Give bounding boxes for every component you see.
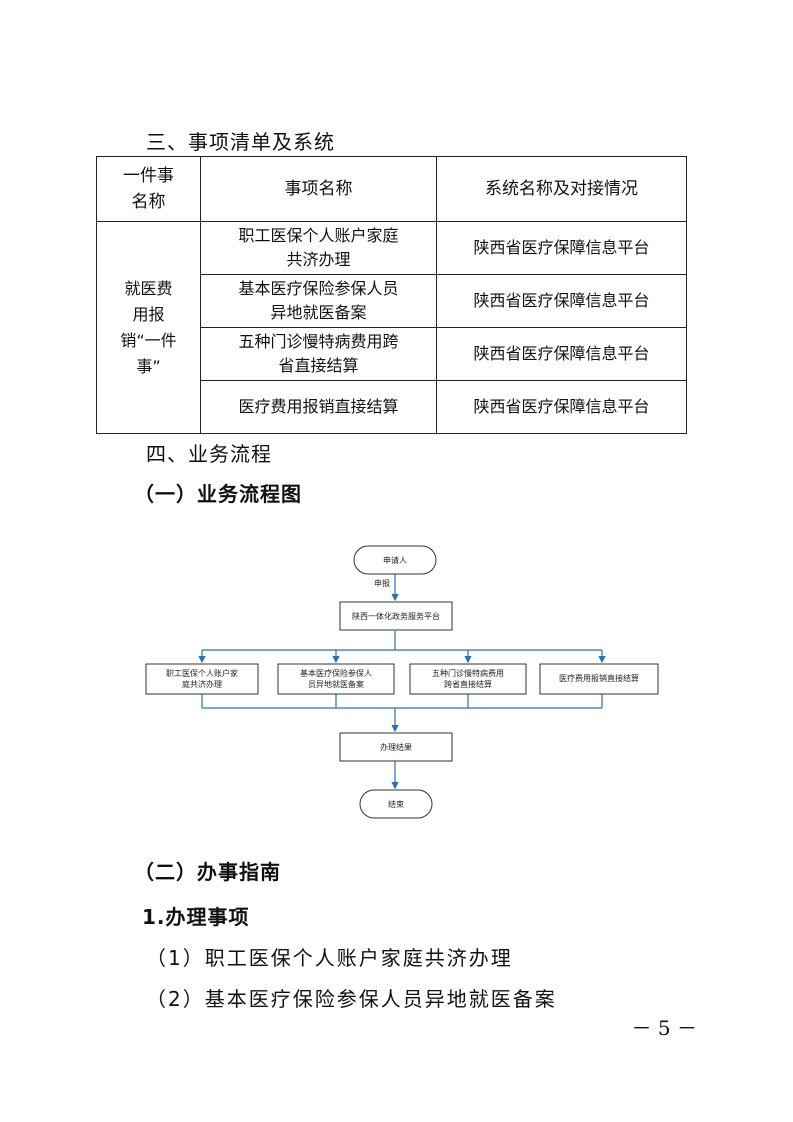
flow-result-label: 办理结果 [380,742,412,752]
flow-item-node-3 [409,663,527,695]
list-title: 1.办理事项 [142,905,250,929]
system-cell: 陕西省医疗保障信息平台 [436,274,687,328]
page-number: － 5 － [631,1016,697,1040]
flow-item-node-4 [539,663,659,695]
flow-platform-node [339,601,453,631]
business-flowchart: 申请人 申报 陕西一体化政务服务平台 职工医保个人账户家庭共济办理 基本医疗保险… [145,545,659,819]
flow-start-node [353,545,437,575]
item-cell: 职工医保个人账户家庭共济办理 [200,221,437,275]
section-4-title: 四、业务流程 [146,442,272,466]
flow-edge-label: 申报 [374,578,390,588]
list-item: （2）基本医疗保险参保人员异地就医备案 [146,987,557,1011]
table-header-row: 一件事名称 事项名称 系统名称及对接情况 [96,156,687,222]
flow-platform-label: 陕西一体化政务服务平台 [352,611,440,621]
section-3-title: 三、事项清单及系统 [146,130,335,154]
item-cell: 医疗费用报销直接结算 [200,380,437,434]
subsection-2-title: （二）办事指南 [134,860,281,884]
flow-end-node [359,789,433,819]
group-name-cell: 就医费用报销“一件事” [96,221,201,434]
flow-item-label-1: 职工医保个人账户家庭共济办理 [166,669,238,689]
header-group-name: 一件事名称 [96,156,201,222]
table-row: 基本医疗保险参保人员异地就医备案 陕西省医疗保障信息平台 [97,274,687,328]
table-row: 五种门诊慢特病费用跨省直接结算 陕西省医疗保障信息平台 [97,327,687,381]
subsection-1-title: （一）业务流程图 [134,482,302,506]
flow-start-label: 申请人 [383,555,407,565]
header-system-name: 系统名称及对接情况 [436,156,687,222]
header-item-name: 事项名称 [200,156,437,222]
list-item: （1）职工医保个人账户家庭共济办理 [146,946,513,970]
table-row: 医疗费用报销直接结算 陕西省医疗保障信息平台 [97,380,687,434]
flow-result-node [339,732,453,762]
system-cell: 陕西省医疗保障信息平台 [436,380,687,434]
flow-item-label-3: 五种门诊慢特病费用跨省直接结算 [432,669,504,689]
flow-item-node-1 [145,663,259,695]
item-cell: 基本医疗保险参保人员异地就医备案 [200,274,437,328]
system-cell: 陕西省医疗保障信息平台 [436,221,687,275]
flow-end-label: 结束 [388,799,404,809]
flow-item-label-4: 医疗费用报销直接结算 [559,674,639,683]
item-cell: 五种门诊慢特病费用跨省直接结算 [200,327,437,381]
system-cell: 陕西省医疗保障信息平台 [436,327,687,381]
flow-item-label-2: 基本医疗保险参保人员异地就医备案 [300,669,372,689]
flow-item-node-2 [277,663,395,695]
items-table: 一件事名称 事项名称 系统名称及对接情况 就医费用报销“一件事” 职工医保个人账… [96,156,687,434]
table-row: 就医费用报销“一件事” 职工医保个人账户家庭共济办理 陕西省医疗保障信息平台 [96,221,687,434]
